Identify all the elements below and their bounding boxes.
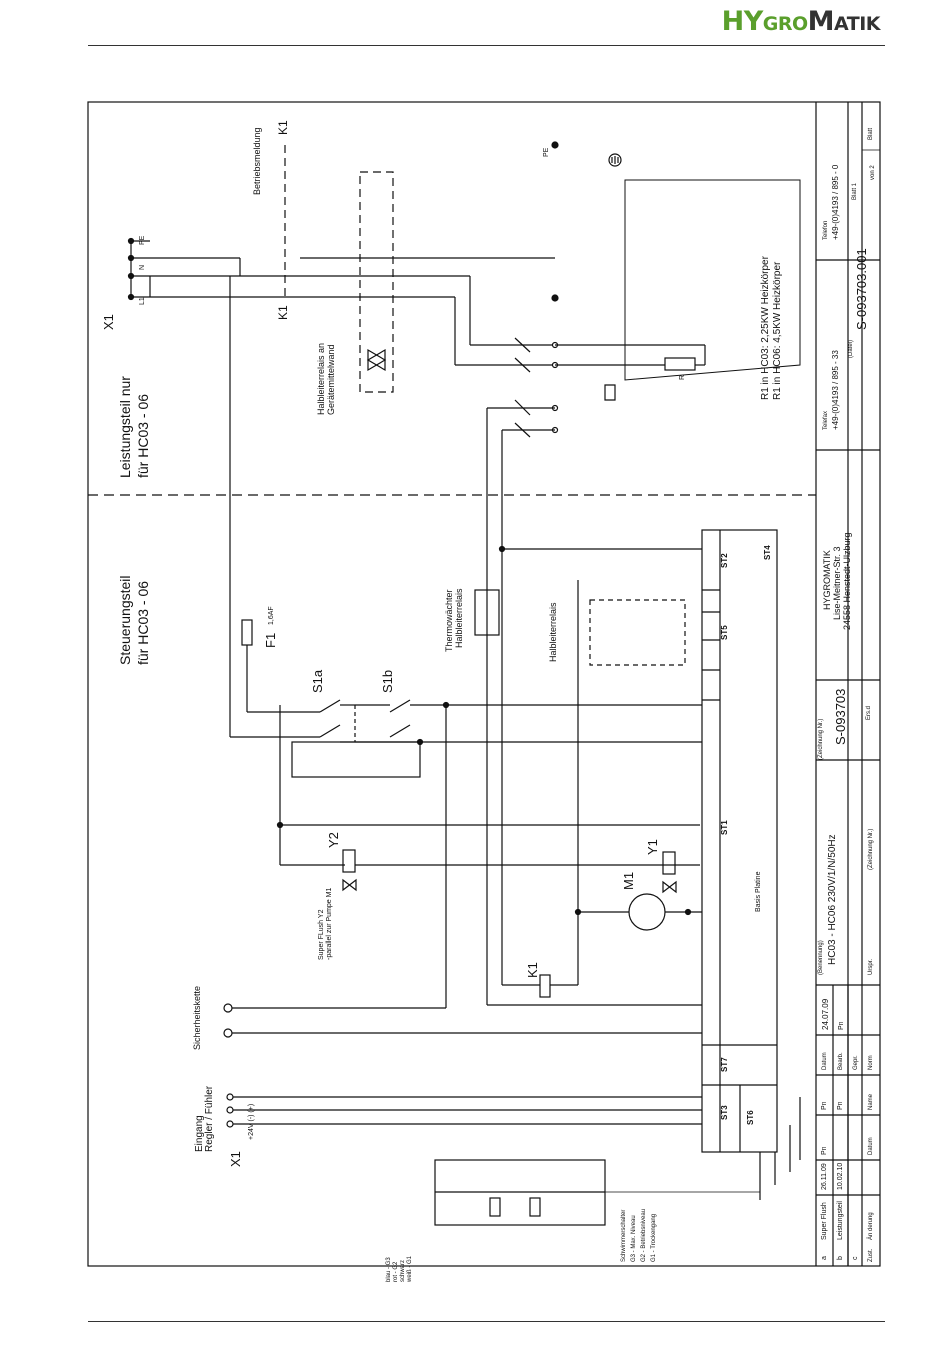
svg-text:R: R <box>679 375 686 380</box>
svg-text:Name: Name <box>868 1093 874 1110</box>
control-wiring <box>223 276 702 1128</box>
main-board <box>701 529 778 1153</box>
svg-text:+49-(0)4193 / 895 - 33: +49-(0)4193 / 895 - 33 <box>831 350 840 430</box>
svg-text:Y1: Y1 <box>645 839 660 855</box>
svg-text:+49-(0)4193 / 895 - 0: +49-(0)4193 / 895 - 0 <box>831 164 840 240</box>
drawing-number: S-093703 <box>833 689 848 745</box>
svg-text:S1a: S1a <box>310 669 325 693</box>
svg-text:F1: F1 <box>263 633 278 648</box>
svg-text:Zust.: Zust. <box>868 1248 874 1262</box>
svg-text:Telefax: Telefax <box>823 411 829 430</box>
svg-text:Gepr.: Gepr. <box>853 1055 859 1070</box>
drawing-title: HC03 - HC06 230V/1/N/50Hz <box>827 834 838 965</box>
svg-text:Gerätemittelwand: Gerätemittelwand <box>326 344 336 415</box>
svg-text:PE: PE <box>139 235 146 245</box>
svg-text:24.07.09: 24.07.09 <box>821 998 830 1030</box>
svg-text:ST3: ST3 <box>720 1105 729 1120</box>
svg-text:Halbleiterrelais: Halbleiterrelais <box>548 602 558 662</box>
r1-hc03: R1 in HC03: 2,25KW Heizkörper <box>760 255 771 400</box>
svg-text:Halbleiterrelais: Halbleiterrelais <box>454 588 464 648</box>
svg-text:(Zeichnung Nr.): (Zeichnung Nr.) <box>818 719 824 760</box>
svg-text:Lise-Meitner-Str. 3: Lise-Meitner-Str. 3 <box>832 546 842 620</box>
svg-text:G3 - Max. Niveau: G3 - Max. Niveau <box>631 1215 637 1262</box>
svg-text:26.11.09: 26.11.09 <box>821 1163 828 1190</box>
svg-text:S1b: S1b <box>380 670 395 693</box>
svg-text:Än derung: Än derung <box>867 1212 874 1240</box>
svg-text:ST6: ST6 <box>746 1110 755 1125</box>
header-rule <box>88 45 885 46</box>
svg-text:Pn: Pn <box>821 1101 828 1110</box>
svg-text:PE: PE <box>543 147 550 157</box>
svg-text:Y2: Y2 <box>326 832 341 848</box>
svg-text:ST4: ST4 <box>763 545 772 560</box>
drawing-frame <box>87 101 881 1267</box>
svg-text:Schwimmerschalter: Schwimmerschalter <box>621 1210 627 1262</box>
svg-text:Ers.d: Ers.d <box>866 706 872 720</box>
svg-text:Datum: Datum <box>822 1052 828 1070</box>
betriebsmeldung-label: Betriebsmeldung <box>252 127 262 195</box>
svg-text:Regler / Fühler: Regler / Fühler <box>204 1085 215 1152</box>
svg-text:Pn: Pn <box>837 1101 844 1110</box>
svg-text:weiß - G1: weiß - G1 <box>407 1255 413 1283</box>
svg-text:Super FLush Y2: Super FLush Y2 <box>318 909 325 960</box>
file-number: S-093703.001 <box>854 248 869 330</box>
svg-text:-parallel zur Pumpe M1: -parallel zur Pumpe M1 <box>326 888 333 960</box>
hygromatik-logo: HYGROMATIK <box>721 6 881 37</box>
svg-text:Telefon: Telefon <box>823 221 829 240</box>
halbleiter-label: Halbleiterrelais an <box>316 343 326 415</box>
svg-text:Pn: Pn <box>821 1146 828 1155</box>
svg-text:Pn: Pn <box>838 1021 845 1030</box>
company-name: HYGROMATIK <box>822 550 832 610</box>
svg-text:ST2: ST2 <box>720 553 729 568</box>
svg-text:a: a <box>821 1256 828 1260</box>
svg-text:ST1: ST1 <box>720 820 729 835</box>
svg-text:K1: K1 <box>525 962 540 978</box>
svg-text:b: b <box>837 1256 844 1260</box>
svg-text:von 2: von 2 <box>870 165 876 180</box>
svg-text:G1 - Trockengang: G1 - Trockengang <box>651 1214 657 1262</box>
svg-text:10.02.10: 10.02.10 <box>837 1163 844 1190</box>
svg-text:Super Flush: Super Flush <box>821 1202 828 1240</box>
footer-rule <box>88 1321 885 1322</box>
svg-text:c: c <box>852 1256 859 1260</box>
svg-text:Eingang: Eingang <box>194 1115 205 1152</box>
leistungsteil-label: Leistungsteil nur <box>117 376 133 478</box>
svg-text:(Datei): (Datei) <box>848 340 854 358</box>
svg-text:Urspr.: Urspr. <box>868 959 874 975</box>
svg-text:Blatt: Blatt <box>868 128 874 140</box>
svg-text:K1: K1 <box>276 305 290 320</box>
svg-text:Bearb.: Bearb. <box>838 1052 844 1070</box>
svg-text:rot - G2: rot - G2 <box>393 1261 399 1282</box>
svg-text:(Zeichnung Nr.): (Zeichnung Nr.) <box>868 829 874 870</box>
svg-text:(Benennung): (Benennung) <box>818 940 824 975</box>
svg-text:M1: M1 <box>621 872 636 890</box>
steuerungsteil-label: Steuerungsteil <box>117 575 133 665</box>
svg-text:Basis Platine: Basis Platine <box>755 871 762 912</box>
svg-text:N: N <box>139 265 146 270</box>
svg-text:Blatt 1: Blatt 1 <box>852 182 858 200</box>
svg-text:schwarz: schwarz <box>400 1260 406 1282</box>
svg-text:Datum: Datum <box>868 1137 874 1155</box>
svg-text:ST5: ST5 <box>720 625 729 640</box>
svg-text:24558 Henstedt-Ulzburg: 24558 Henstedt-Ulzburg <box>842 532 852 630</box>
r1-hc06: R1 in HC06: 4,5KW Heizkörper <box>772 261 783 400</box>
svg-text:Thermowächter: Thermowächter <box>444 589 454 652</box>
svg-text:für HC03 - 06: für HC03 - 06 <box>135 394 151 478</box>
svg-text:Leistungsteil: Leistungsteil <box>837 1201 844 1240</box>
svg-text:G2 - Betriebsniveau: G2 - Betriebsniveau <box>641 1209 647 1262</box>
power-wiring <box>127 141 808 438</box>
svg-text:L1: L1 <box>139 297 146 305</box>
sicherheitskette-label: Sicherheitskette <box>192 986 202 1050</box>
svg-text:blau - G3: blau - G3 <box>386 1257 392 1282</box>
svg-text:1,6AF: 1,6AF <box>268 606 275 625</box>
svg-text:K1: K1 <box>276 120 290 135</box>
x1-top-label: X1 <box>101 314 116 330</box>
svg-text:Norm: Norm <box>868 1055 874 1070</box>
svg-text:+24V (-) (+): +24V (-) (+) <box>248 1104 255 1140</box>
svg-text:ST7: ST7 <box>720 1057 729 1072</box>
svg-text:für HC03 - 06: für HC03 - 06 <box>135 581 151 665</box>
svg-text:X1: X1 <box>228 1151 243 1167</box>
